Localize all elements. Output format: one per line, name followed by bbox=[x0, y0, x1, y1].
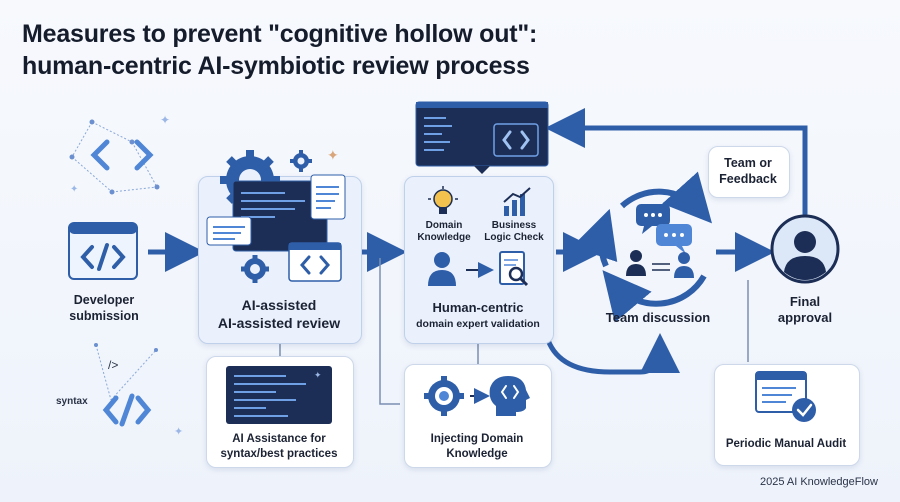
human-centric-card bbox=[404, 176, 554, 344]
brain-gear-icon bbox=[424, 376, 464, 416]
logic-line-2: Logic Check bbox=[484, 232, 544, 243]
ai-review-label-line-2: AI-assisted review bbox=[217, 315, 341, 331]
footer-credit: 2025 AI KnowledgeFlow bbox=[759, 476, 878, 488]
chart-icon bbox=[503, 187, 531, 216]
page-title: Measures to prevent "cognitive hollow ou… bbox=[22, 18, 662, 82]
expert-review-illustration bbox=[428, 251, 529, 287]
title-line-2: human-centric AI-symbiotic review proces… bbox=[22, 52, 530, 80]
close-tag-text: /> bbox=[108, 358, 119, 372]
ai-assistance-label-line-1: AI Assistance for bbox=[232, 433, 326, 445]
ai-review-illustration: ✦ bbox=[206, 147, 346, 283]
human-label-line-2: domain expert validation bbox=[416, 318, 540, 330]
ai-assistance-label: AI Assistance for syntax/best practices bbox=[206, 432, 352, 462]
magnifier-clipboard-icon bbox=[499, 251, 529, 287]
ai-review-label-line-1: AI-assisted bbox=[241, 297, 317, 313]
team-discussion-illustration bbox=[571, 171, 713, 323]
svg-text:✦: ✦ bbox=[327, 147, 339, 163]
human-centric-label: Human-centric domain expert validation bbox=[404, 300, 552, 332]
final-approval-label: Final approval bbox=[762, 294, 848, 326]
ai-assistance-code-icon: ✦ bbox=[226, 366, 332, 424]
report-check-icon bbox=[755, 371, 816, 422]
arrow-feedback-loop bbox=[545, 108, 808, 215]
developer-label-line-1: Developer bbox=[73, 293, 135, 307]
syntax-code-icon bbox=[102, 393, 152, 427]
feedback-line-1: Team or bbox=[724, 156, 772, 170]
feedback-box bbox=[708, 146, 790, 198]
feedback-line-2: Feedback bbox=[719, 172, 777, 186]
code-window-icon bbox=[300, 255, 330, 275]
gear-small-bottom-icon bbox=[241, 255, 269, 283]
person-icon bbox=[428, 252, 456, 286]
svg-text:✦: ✦ bbox=[314, 370, 322, 380]
network-decoration: ✦ ✦ bbox=[69, 113, 170, 195]
injecting-card bbox=[404, 364, 552, 468]
svg-text:✦: ✦ bbox=[70, 184, 78, 195]
small-gear-icon bbox=[290, 150, 312, 172]
user-avatar-icon bbox=[770, 214, 840, 284]
chat-bubbles-icon bbox=[636, 204, 692, 254]
connector-injecting bbox=[379, 258, 400, 405]
business-logic-label: Business Logic Check bbox=[478, 220, 550, 244]
ai-review-label: AI-assisted AI-assisted review bbox=[198, 296, 360, 332]
human-label-line-1: Human-centric bbox=[432, 300, 524, 315]
final-line-1: Final bbox=[789, 294, 821, 309]
people-exchange-icon bbox=[626, 250, 694, 278]
ai-assistance-label-line-2: syntax/best practices bbox=[220, 448, 338, 460]
domain-line-1: Domain bbox=[425, 220, 463, 231]
code-brackets-icon bbox=[90, 139, 154, 171]
head-brain-icon bbox=[489, 376, 530, 416]
developer-label-line-2: submission bbox=[69, 309, 139, 323]
lightbulb-icon bbox=[428, 186, 458, 214]
audit-card bbox=[714, 364, 860, 466]
injecting-label-line-1: Injecting Domain bbox=[430, 433, 524, 445]
syntax-text: syntax bbox=[56, 396, 88, 407]
developer-label: Developer submission bbox=[44, 292, 164, 324]
injecting-label: Injecting Domain Knowledge bbox=[404, 432, 550, 462]
logic-line-1: Business bbox=[491, 220, 537, 231]
svg-text:✦: ✦ bbox=[160, 113, 170, 127]
svg-text:✦: ✦ bbox=[174, 426, 183, 438]
injecting-illustration bbox=[424, 376, 530, 416]
arrow-lower-to-team bbox=[545, 333, 680, 375]
final-line-2: approval bbox=[777, 310, 833, 325]
syntax-decoration: ✦ bbox=[94, 343, 183, 438]
developer-code-window-icon bbox=[68, 222, 138, 280]
audit-label: Periodic Manual Audit bbox=[725, 438, 847, 450]
domain-line-2: Knowledge bbox=[417, 232, 471, 243]
domain-knowledge-label: Domain Knowledge bbox=[412, 220, 476, 244]
title-line-1: Measures to prevent "cognitive hollow ou… bbox=[22, 20, 538, 48]
top-code-window-icon bbox=[415, 101, 549, 174]
feedback-label: Team or Feedback bbox=[708, 155, 788, 187]
injecting-label-line-2: Knowledge bbox=[446, 448, 508, 460]
team-discussion-label: Team discussion bbox=[605, 310, 711, 325]
